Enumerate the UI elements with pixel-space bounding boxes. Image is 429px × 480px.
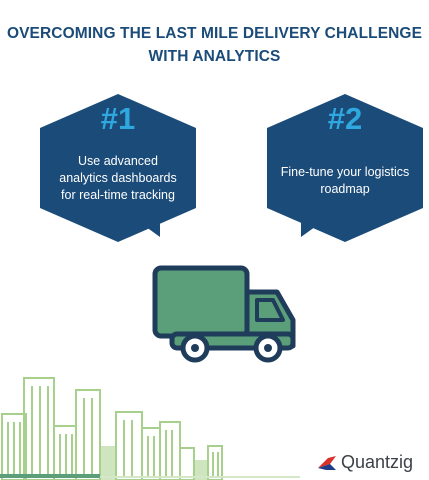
- step-1-number: #1: [100, 101, 136, 136]
- step-1-text-line-2: analytics dashboards: [59, 171, 177, 185]
- step-2-text: Fine-tune your logistics roadmap: [277, 164, 413, 198]
- step-2-text-line-2: roadmap: [320, 182, 370, 196]
- step-2-text-line-1: Fine-tune your logistics: [280, 165, 410, 179]
- delivery-truck-icon: [152, 265, 296, 363]
- step-2-badge: #2 Fine-tune your logistics roadmap: [265, 92, 425, 244]
- quantzig-logo: Quantzig: [316, 452, 413, 473]
- quantzig-logo-icon: [318, 455, 336, 470]
- brand-name: Quantzig: [341, 452, 414, 472]
- step-1-badge: #1 Use advanced analytics dashboards for…: [38, 92, 198, 244]
- page-title-line-2: WITH ANALYTICS: [148, 48, 281, 65]
- page-title: OVERCOMING THE LAST MILE DELIVERY CHALLE…: [0, 22, 429, 68]
- page-title-line-1: OVERCOMING THE LAST MILE DELIVERY CHALLE…: [6, 25, 423, 42]
- step-1-text-line-1: Use advanced: [78, 154, 158, 168]
- hexagon-badge-icon: [40, 94, 196, 242]
- step-1-text-line-3: for real-time tracking: [61, 188, 175, 202]
- hexagon-badge-icon: [267, 94, 423, 242]
- city-skyline-icon: [0, 377, 300, 480]
- step-1-text: Use advanced analytics dashboards for re…: [50, 153, 186, 204]
- step-2-number: #2: [327, 101, 363, 136]
